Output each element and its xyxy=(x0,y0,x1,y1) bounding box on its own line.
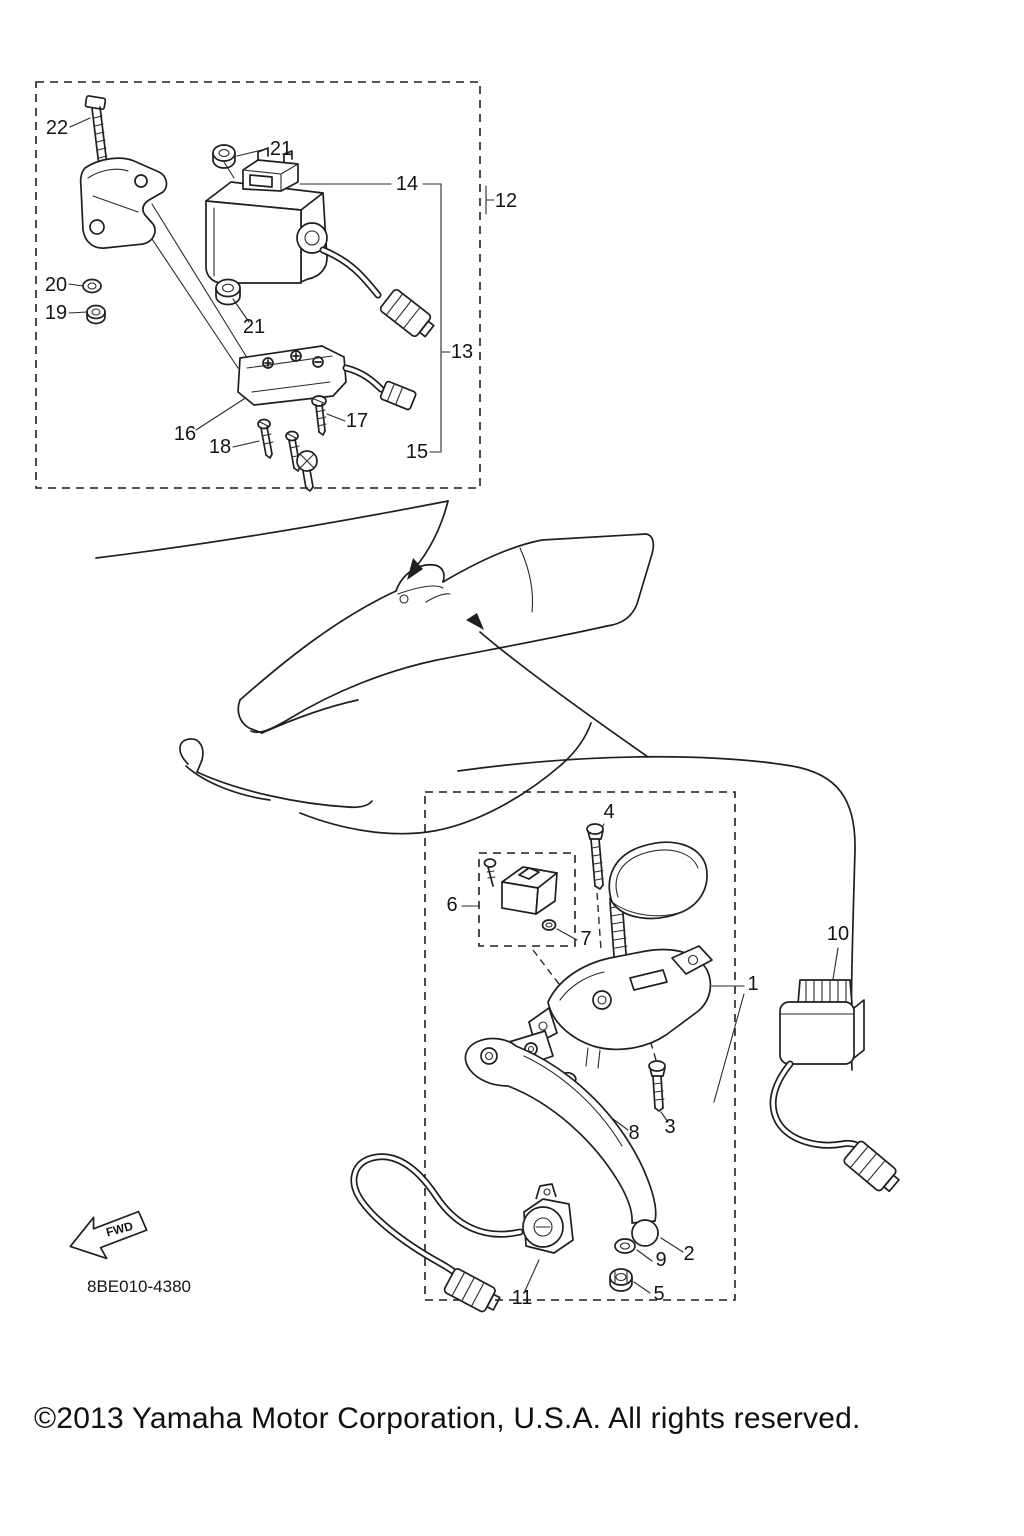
nut-21-upper xyxy=(212,144,236,169)
callout-4: 4 xyxy=(603,801,614,823)
callout-15: 15 xyxy=(406,441,428,463)
callout-21b: 21 xyxy=(243,316,265,338)
coil-wire-connector xyxy=(319,246,435,338)
upper-dashed-box xyxy=(35,81,481,489)
callout-13: 13 xyxy=(451,341,473,363)
callout-9: 9 xyxy=(655,1249,666,1271)
diagram-code: 8BE010-4380 xyxy=(87,1277,191,1296)
nut-21-lower xyxy=(215,278,241,306)
arrowhead-to-hood xyxy=(407,558,423,580)
callout-6: 6 xyxy=(446,894,457,916)
bolt-3 xyxy=(648,1060,666,1112)
fwd-label: FWD xyxy=(104,1219,134,1240)
callout-17: 17 xyxy=(346,410,368,432)
callout-12: 12 xyxy=(495,190,517,212)
brake-lever-2 xyxy=(464,1037,659,1247)
copyright-text: ©2013 Yamaha Motor Corporation, U.S.A. A… xyxy=(34,1402,861,1435)
bolt-4 xyxy=(586,823,604,890)
snowmobile-illustration xyxy=(179,533,655,835)
callout-18: 18 xyxy=(209,436,231,458)
callout-14: 14 xyxy=(396,173,418,195)
mounting-bracket xyxy=(79,157,168,249)
callout-2: 2 xyxy=(683,1243,694,1265)
nut-20 xyxy=(82,278,102,294)
pointer-arrows xyxy=(95,500,856,1071)
upper-leader-lines xyxy=(68,117,495,453)
switch-sub-box xyxy=(478,852,576,947)
upper-assembly: 22 21 14 12 20 19 21 13 16 18 17 15 xyxy=(35,81,517,492)
bolt-22 xyxy=(84,95,108,171)
ignition-unit xyxy=(205,147,328,284)
callout-11: 11 xyxy=(512,1287,533,1309)
cdi-module-10 xyxy=(769,979,900,1193)
screw-17 xyxy=(311,395,327,436)
lower-assembly: 4 6 7 10 1 8 3 9 2 5 11 xyxy=(350,791,849,1313)
fwd-direction-arrow: FWD xyxy=(69,1210,148,1260)
screws-18 xyxy=(257,418,302,472)
callout-1: 1 xyxy=(747,973,758,995)
switch-block-6 xyxy=(483,858,558,931)
kill-switch-11 xyxy=(350,1153,574,1313)
callout-22: 22 xyxy=(46,117,68,139)
callout-5: 5 xyxy=(653,1283,664,1305)
callout-20: 20 xyxy=(45,274,67,296)
nut-7 xyxy=(541,919,557,931)
callout-10: 10 xyxy=(827,923,849,945)
callout-21a: 21 xyxy=(270,138,292,160)
callout-8: 8 xyxy=(628,1122,639,1144)
callout-7: 7 xyxy=(580,928,591,950)
bracket-plate-16 xyxy=(237,345,417,411)
washer-9 xyxy=(614,1238,636,1254)
callout-19: 19 xyxy=(45,302,67,324)
callout-16: 16 xyxy=(174,423,196,445)
lower-dashed-box xyxy=(424,791,736,1301)
lever-ball-end xyxy=(631,1219,659,1247)
screw-15 xyxy=(296,450,318,492)
arrowhead-to-seat xyxy=(466,613,484,630)
nut-5 xyxy=(609,1268,633,1292)
nut-19 xyxy=(86,304,106,325)
handlebar-cover xyxy=(608,841,708,920)
callout-3: 3 xyxy=(664,1116,675,1138)
throttle-housing xyxy=(508,945,713,1069)
sweep-curve-to-lower-box xyxy=(457,755,856,1071)
